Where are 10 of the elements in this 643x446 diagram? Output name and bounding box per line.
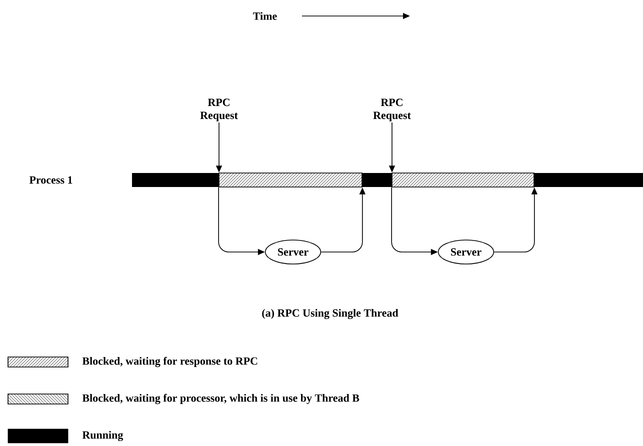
request-label: RPC Request xyxy=(200,98,238,122)
legend-text: Running xyxy=(82,430,124,442)
legend-text: Blocked, waiting for processor, which is in use by Thread B xyxy=(82,394,360,404)
legend-text: Blocked, waiting for response to RPC xyxy=(82,356,258,368)
blocked-segment xyxy=(218,172,362,188)
time-label: Time xyxy=(253,12,277,20)
request-label: RPC Request xyxy=(373,98,411,122)
process-label: Process 1 xyxy=(29,176,72,184)
caption: (a) RPC Using Single Thread xyxy=(262,308,398,320)
blocked-segment xyxy=(392,172,534,188)
